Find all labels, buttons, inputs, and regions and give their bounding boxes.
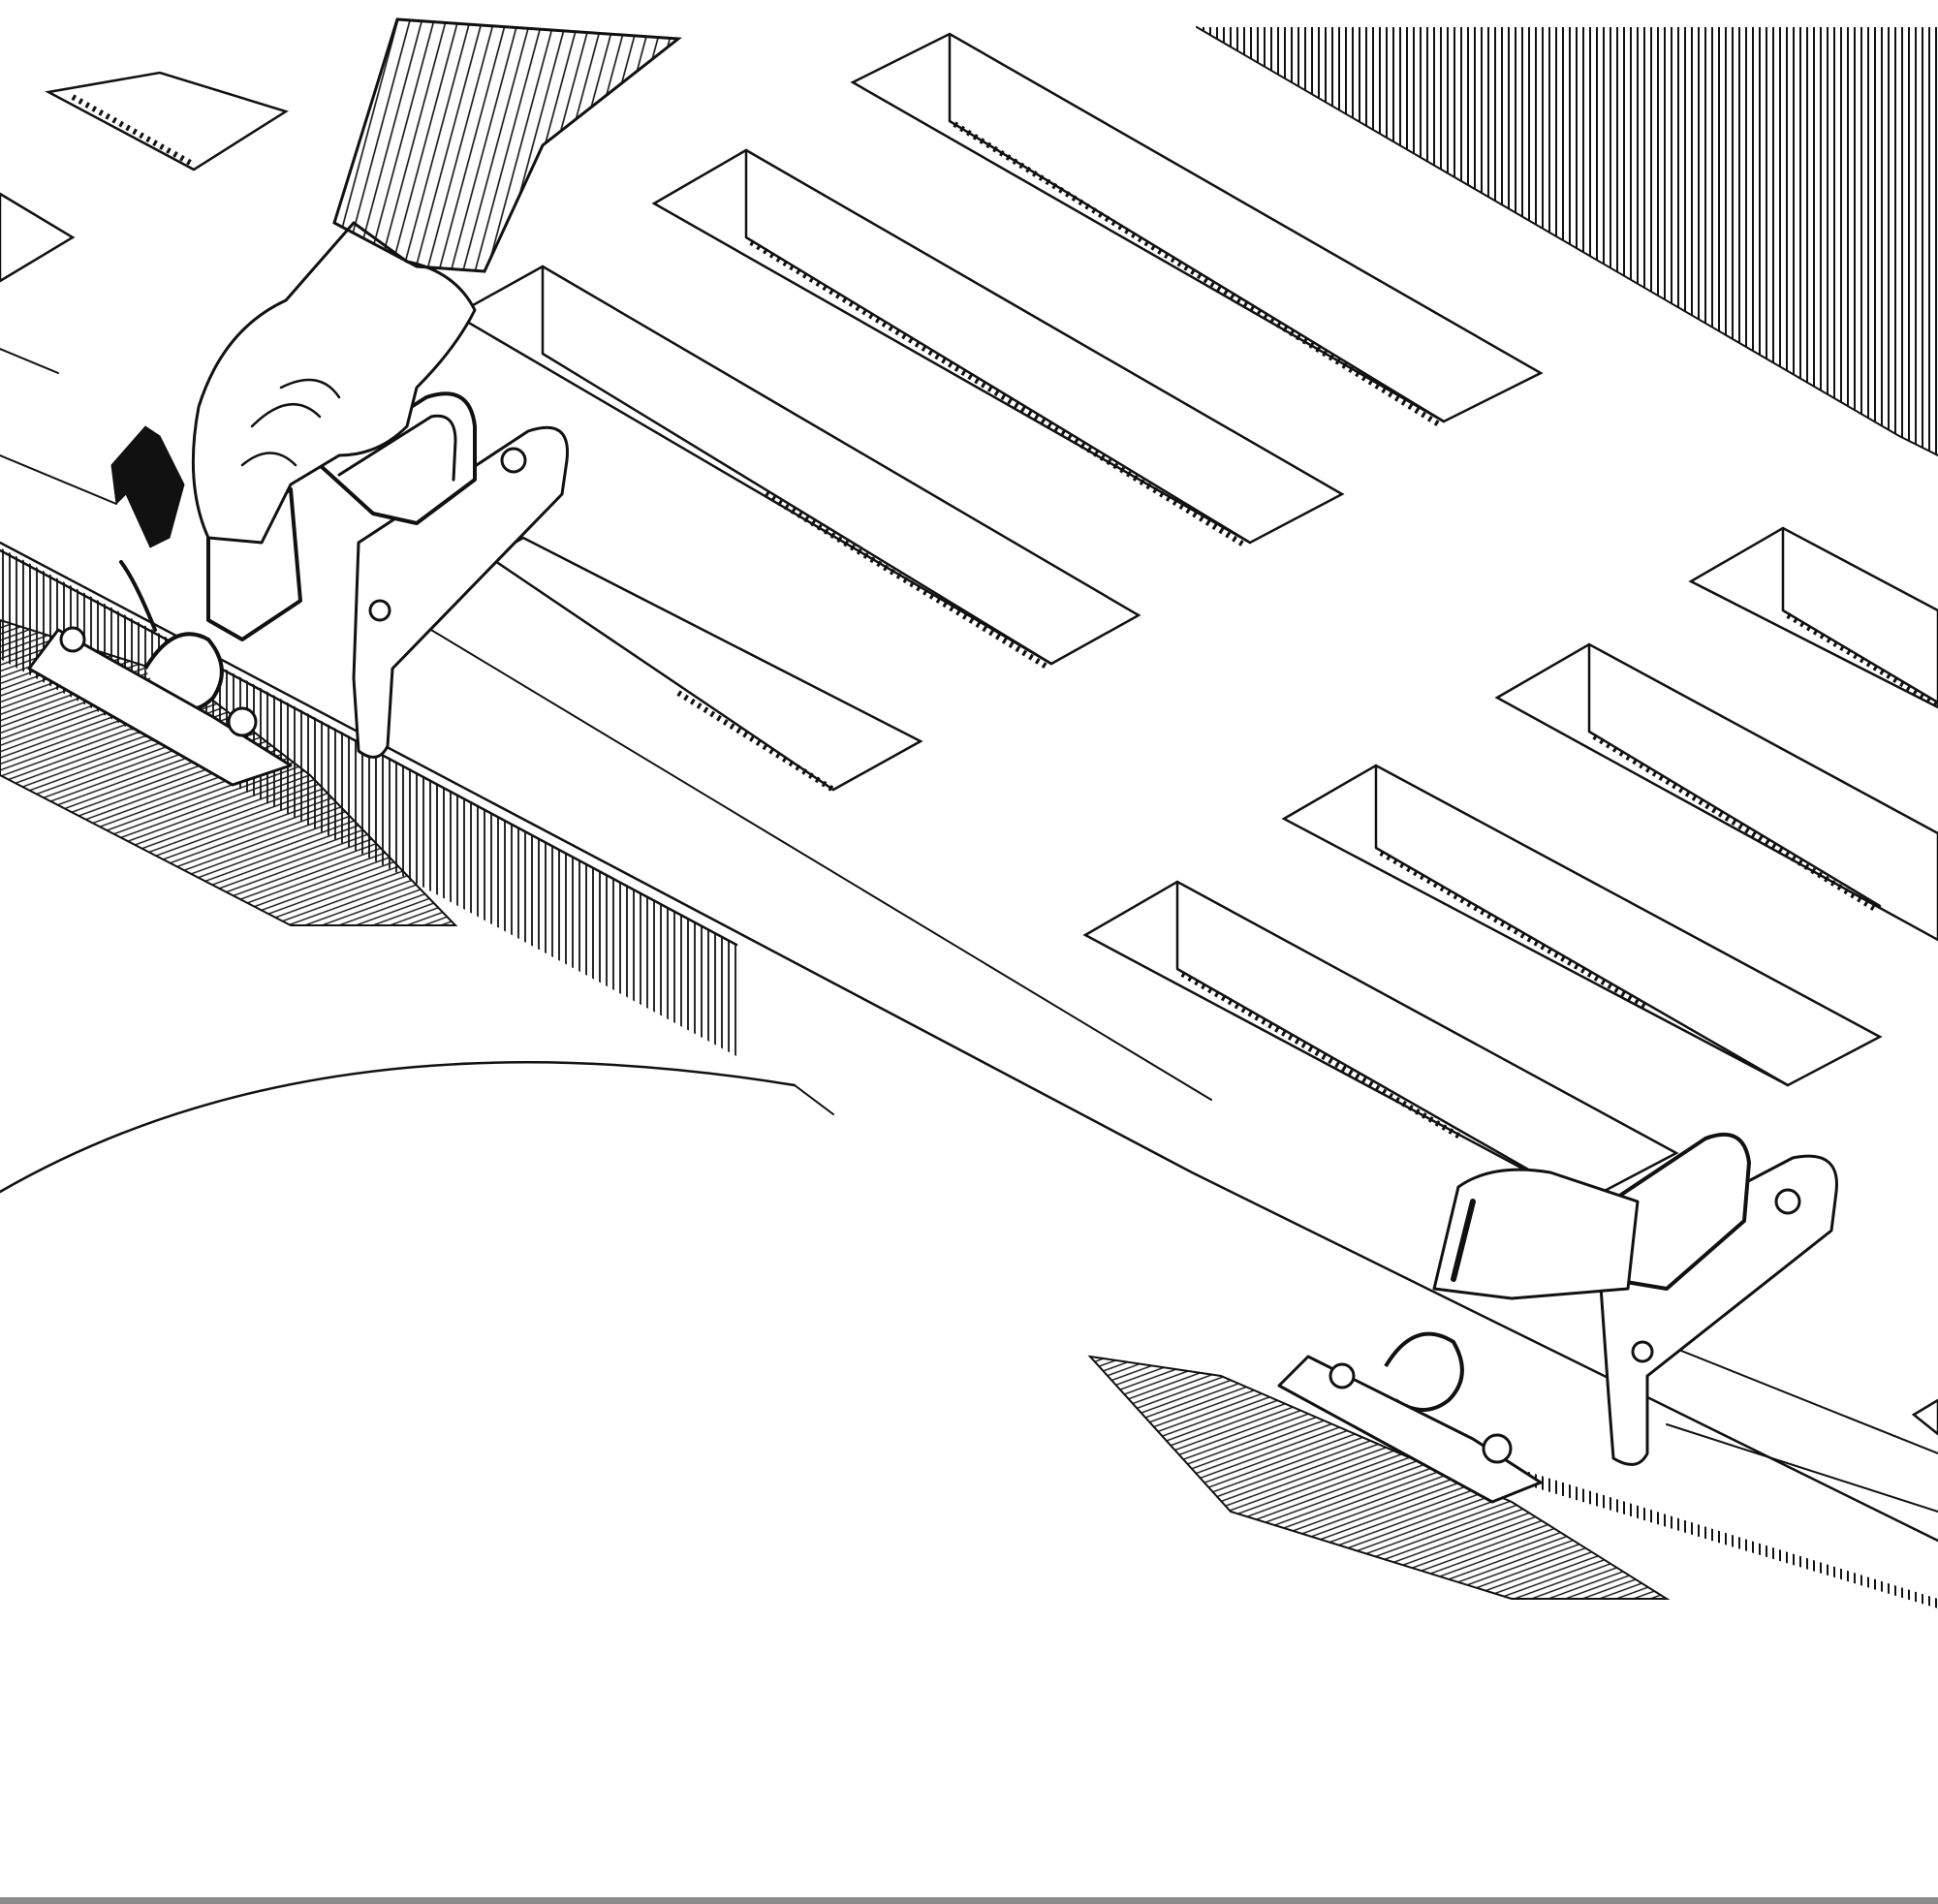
bolt-hole [1631,1340,1654,1363]
slot [1082,880,1679,1203]
slot [486,536,923,793]
bolt-hole [500,447,527,474]
lower-latch-assembly [1277,1133,1838,1504]
upper-latch-assembly [27,391,569,787]
pivot-pin [1482,1433,1513,1464]
wheel-arch [0,1061,834,1194]
sleeve [332,17,682,273]
ramp-slots [0,32,1938,1436]
slot [453,265,1141,670]
slot [0,192,76,283]
pivot-pin [59,626,86,653]
image-bottom-edge [0,1897,1938,1904]
slot [1911,1398,1938,1436]
direction-arrow [110,425,185,548]
bolt-hole [368,599,391,622]
slot [1688,526,1938,709]
pivot-pin [227,706,258,737]
slot [45,71,289,172]
vehicle-wall-hatching [1196,26,1938,456]
slot [850,32,1544,427]
slot [1494,642,1938,942]
slot [651,148,1345,548]
hand-operating-latch [191,17,682,545]
slot [1281,764,1883,1087]
bolt-hole [1774,1188,1801,1215]
pivot-pin [1328,1362,1356,1389]
